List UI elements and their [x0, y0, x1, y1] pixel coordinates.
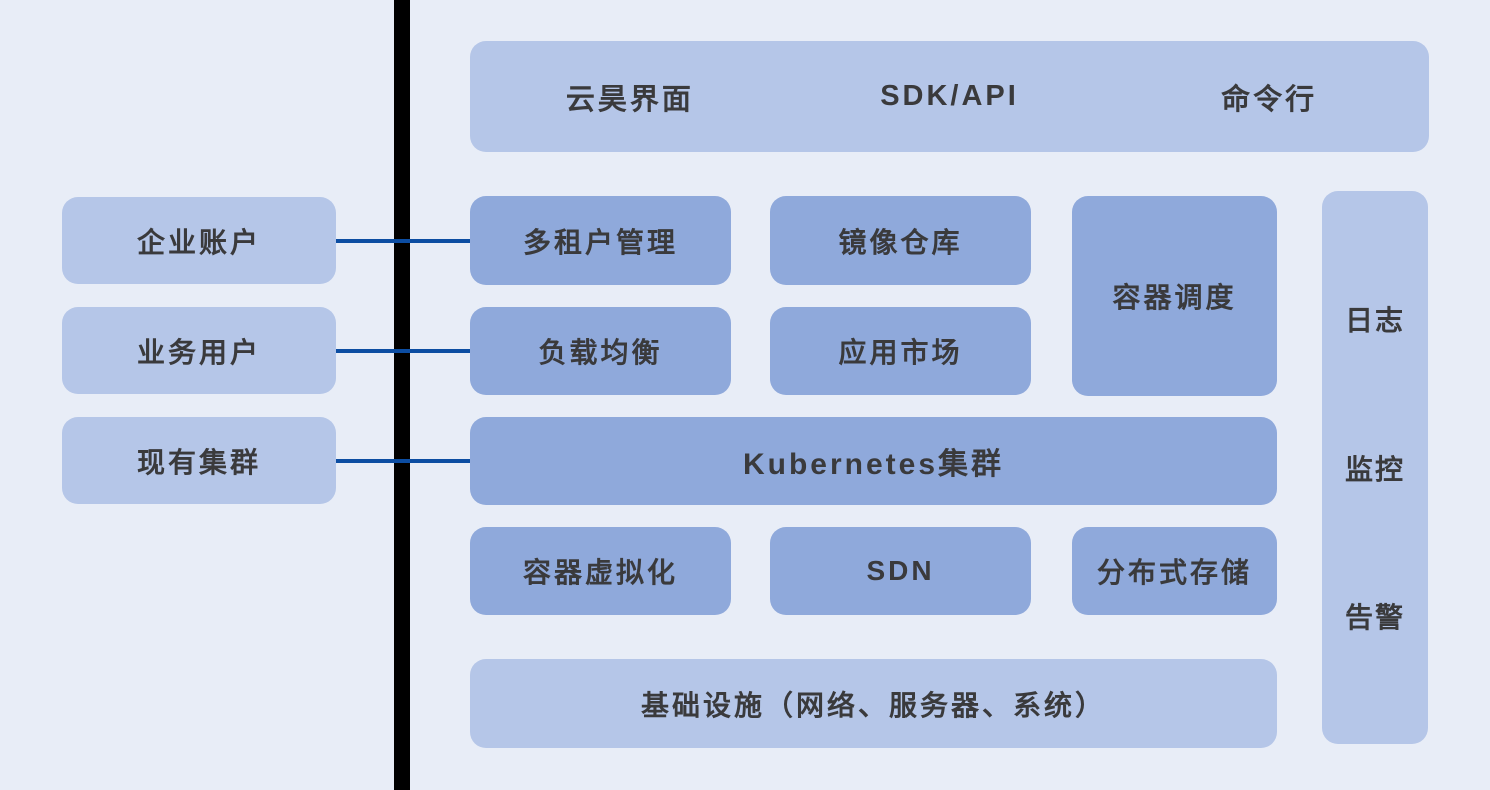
left-box-enterprise-account: 企业账户 — [62, 197, 336, 284]
box-load-balancing: 负载均衡 — [470, 307, 731, 395]
box-container-scheduling: 容器调度 — [1072, 196, 1277, 396]
box-sdn: SDN — [770, 527, 1031, 615]
divider-bar — [394, 0, 410, 790]
left-box-business-user: 业务用户 — [62, 307, 336, 394]
access-item-console: 云昊界面 — [565, 83, 694, 116]
infrastructure-bar: 基础设施（网络、服务器、系统） — [470, 659, 1277, 748]
ops-item-alerting: 告警 — [1344, 601, 1405, 633]
access-layer-bar: 云昊界面 SDK/API 命令行 — [470, 41, 1429, 152]
box-kubernetes-cluster: Kubernetes集群 — [470, 417, 1277, 505]
connector-line-cluster — [336, 459, 470, 463]
ops-column: 日志 监控 告警 — [1322, 191, 1428, 744]
ops-item-monitoring: 监控 — [1344, 453, 1405, 485]
box-image-registry: 镜像仓库 — [770, 196, 1031, 285]
access-item-cli: 命令行 — [1221, 83, 1318, 116]
connector-line-enterprise — [336, 239, 470, 243]
left-box-existing-cluster: 现有集群 — [62, 417, 336, 504]
access-item-sdk-api: SDK/API — [880, 80, 1019, 112]
connector-line-business — [336, 349, 470, 353]
box-multi-tenant-management: 多租户管理 — [470, 196, 731, 285]
box-app-market: 应用市场 — [770, 307, 1031, 395]
ops-item-logging: 日志 — [1344, 305, 1405, 337]
box-container-virtualization: 容器虚拟化 — [470, 527, 731, 615]
box-distributed-storage: 分布式存储 — [1072, 527, 1277, 615]
